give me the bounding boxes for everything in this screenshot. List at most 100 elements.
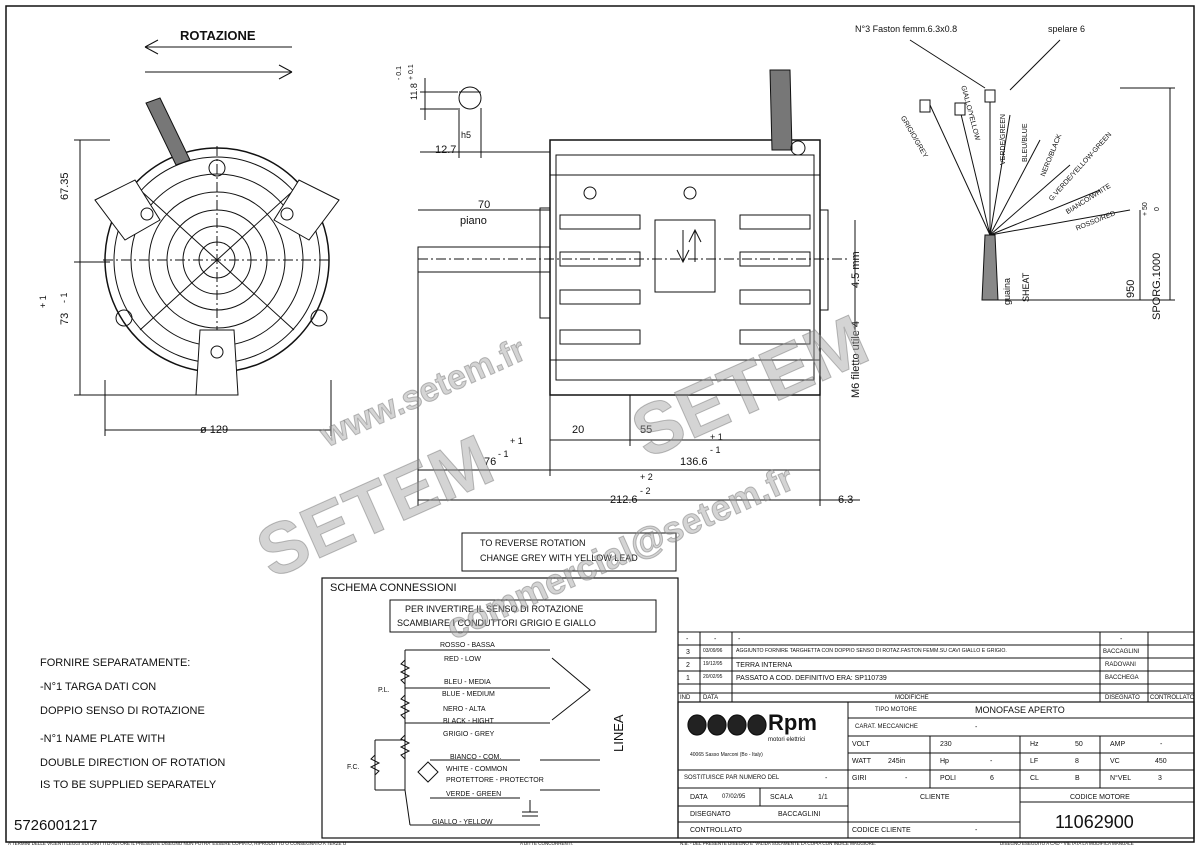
wire-label-blue: BLEU/BLUE <box>1022 123 1029 162</box>
rev-header-ctrl: CONTROLLATO <box>1150 695 1195 701</box>
rev-header-data: DATA <box>703 695 719 701</box>
dim-20: 20 <box>572 424 585 436</box>
schema-label-nero: NERO - ALTA <box>443 706 486 713</box>
rev-row-0-mod: - <box>738 636 741 643</box>
rev-row-3-data: 20/02/95 <box>703 674 723 680</box>
dim-136-6-tol-minus: - 1 <box>710 445 721 455</box>
sheat-label: SHEAT <box>1021 272 1031 302</box>
sporg-tol-zero: 0 <box>1154 207 1161 211</box>
lf-label: LF <box>1030 758 1039 765</box>
schema-label-red: RED - LOW <box>444 656 481 663</box>
schema-label-bleu: BLEU - MEDIA <box>444 679 491 686</box>
rev-row-2-dis: RADOVANI <box>1105 662 1136 668</box>
schema-pl-label: P.L. <box>378 687 390 694</box>
reverse-note-2: CHANGE GREY WITH YELLOW LEAD <box>480 553 638 563</box>
cliente-label: CLIENTE <box>920 794 950 801</box>
codice-motore-value: 11062900 <box>1055 812 1134 832</box>
cl-label: CL <box>1030 775 1039 782</box>
rev-header-ind: IND <box>680 695 691 701</box>
drawing-code: 5726001217 <box>14 817 98 834</box>
footer-nb: N.B. - DEL PRESENTE DISEGNO E' VALIDA SO… <box>680 841 877 846</box>
disegnato-label: DISEGNATO <box>690 811 731 818</box>
lead-wires <box>909 39 1175 301</box>
dim-11-8-tol-plus: + 0.1 <box>408 64 415 80</box>
scala-value: 1/1 <box>818 794 828 801</box>
amp-value: - <box>1160 741 1163 748</box>
fit-h5: h5 <box>461 130 472 140</box>
dim-11-8: 11.8 <box>409 83 419 100</box>
watt-value: 245in <box>888 758 906 765</box>
schema-label-bianco: BIANCO - COM. <box>450 754 502 761</box>
dim-136-6: 136.6 <box>680 456 708 468</box>
rev-header-mod: MODIFICHE <box>895 695 929 701</box>
left-note-5: DOUBLE DIRECTION OF ROTATION <box>40 757 226 769</box>
watt-label: WATT <box>852 758 872 765</box>
dim-11-8-tol-minus: - 0.1 <box>396 65 403 80</box>
data-label: DATA <box>690 794 708 801</box>
reverse-note-1: TO REVERSE ROTATION <box>480 538 586 548</box>
carat-value: - <box>975 724 978 731</box>
footer-copyright: A TERMINI DELLE VIGENTI LEGGI SUI DIRITT… <box>8 841 347 846</box>
dim-55: 55 <box>640 424 653 436</box>
scala-label: SCALA <box>770 794 793 801</box>
rpm-logo <box>687 714 767 736</box>
dim-136-6-tol-plus: + 1 <box>710 432 723 442</box>
schema-label-giallo: GIALLO - YELLOW <box>432 819 493 826</box>
dim-76-tol-minus: - 1 <box>498 449 509 459</box>
schema-label-verde: VERDE - GREEN <box>446 791 502 798</box>
rev-header-dis: DISEGNATO <box>1105 695 1140 701</box>
schema-linea-label: LINEA <box>611 714 626 752</box>
rev-row-3-mod: PASSATO A COD. DEFINITIVO ERA: SP110739 <box>736 675 887 682</box>
hz-value: 50 <box>1075 741 1083 748</box>
brand-address: 40065 Sasso Marconi (Bo - Italy) <box>690 752 763 758</box>
thread-label: M6 filetto utile 4 <box>850 320 862 398</box>
footer-cad: DISEGNO ESEGUITO A CAD - VIETATA LA MODI… <box>1000 841 1134 846</box>
guaina-label: guaina <box>1002 277 1012 305</box>
motor-end-view <box>74 97 340 436</box>
schema-title: SCHEMA CONNESSIONI <box>330 582 457 594</box>
schema-label-blue: BLUE - MEDIUM <box>442 691 495 698</box>
footer-mid: A DITTE CONCORRENTI. <box>520 841 574 846</box>
dim-212-6-tol-minus: - 2 <box>640 486 651 496</box>
sporg-tol-plus: + 50 <box>1142 202 1149 216</box>
nvel-label: N°VEL <box>1110 775 1132 782</box>
hz-label: Hz <box>1030 741 1039 748</box>
rev-row-1-ind: 3 <box>686 649 690 656</box>
rev-row-1-mod: AGGIUNTO FORNIRE TARGHETTA CON DOPPIO SE… <box>736 648 1007 654</box>
rev-row-0-data: - <box>714 636 717 643</box>
giri-value: - <box>905 775 908 782</box>
dim-73-tol-minus: - 1 <box>59 292 69 303</box>
rev-row-1-data: 03/09/96 <box>703 648 723 654</box>
vc-value: 450 <box>1155 758 1167 765</box>
schema-note-1: PER INVERTIRE IL SENSO DI ROTAZIONE <box>405 604 584 614</box>
wiring-schema <box>369 649 600 826</box>
dim-67-35: 67.35 <box>59 172 71 200</box>
schema-fc-label: F.C. <box>347 764 360 771</box>
rev-row-1-dis: BACCAGLINI <box>1103 649 1140 655</box>
spelare-label: spelare 6 <box>1048 24 1086 34</box>
dim-212-6-tol-plus: + 2 <box>640 472 653 482</box>
shaft-section <box>420 78 550 158</box>
codice-cliente-label: CODICE CLIENTE <box>852 827 911 834</box>
dim-sporg-1000: SPORG.1000 <box>1151 252 1163 320</box>
tipo-motore-label: TIPO MOTORE <box>875 707 917 713</box>
schema-note-2: SCAMBIARE I CONDUTTORI GRIGIO E GIALLO <box>397 618 596 628</box>
sostituisce-label: SOSTITUISCE PAR NUMERO DEL <box>684 775 780 781</box>
volt-value: 230 <box>940 741 952 748</box>
dim-76: 76 <box>484 456 497 468</box>
rev-row-3-dis: BACCHEGA <box>1105 675 1139 681</box>
dim-73: 73 <box>59 312 71 325</box>
hp-value: - <box>990 758 993 765</box>
codice-motore-label: CODICE MOTORE <box>1070 794 1130 801</box>
volt-label: VOLT <box>852 741 870 748</box>
dim-4-5mm: 4.5 mm <box>850 251 862 288</box>
rotation-label: ROTAZIONE <box>180 28 256 43</box>
poli-label: POLI <box>940 775 956 782</box>
left-note-3: DOPPIO SENSO DI ROTAZIONE <box>40 705 205 717</box>
brand-sub: motori elettrici <box>768 737 806 743</box>
left-note-2: -N°1 TARGA DATI CON <box>40 681 157 693</box>
motor-side-view <box>417 69 860 506</box>
dim-129: ø 129 <box>200 424 229 436</box>
